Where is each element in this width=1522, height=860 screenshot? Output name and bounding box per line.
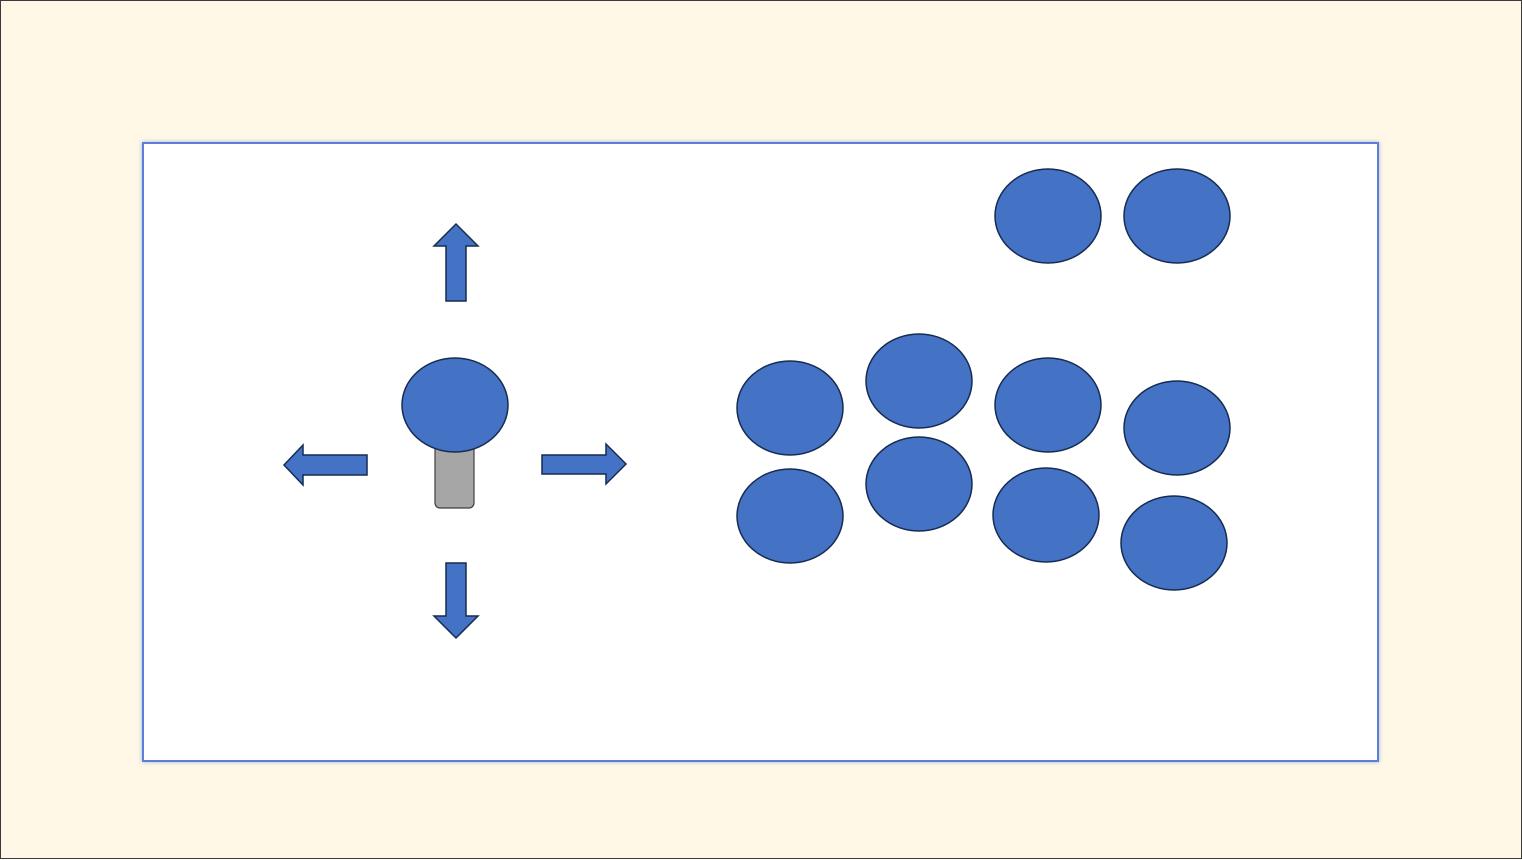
button-row1-4	[1123, 380, 1231, 476]
action-buttons	[736, 168, 1231, 591]
button-row2-1	[736, 468, 844, 564]
joystick-ball	[401, 357, 509, 453]
button-top-2	[1123, 168, 1231, 264]
button-row1-1	[736, 360, 844, 456]
arrow-left-icon	[282, 443, 368, 487]
joystick	[401, 357, 509, 509]
arrow-down-icon	[432, 562, 480, 640]
button-row2-2	[865, 436, 973, 532]
button-top-1	[994, 168, 1102, 264]
button-row2-4	[1120, 495, 1228, 591]
button-row1-2	[865, 333, 973, 429]
button-row1-3	[994, 357, 1102, 453]
arrow-right-icon	[541, 442, 628, 486]
button-row2-3	[992, 467, 1100, 563]
arrow-up-icon	[432, 222, 480, 302]
